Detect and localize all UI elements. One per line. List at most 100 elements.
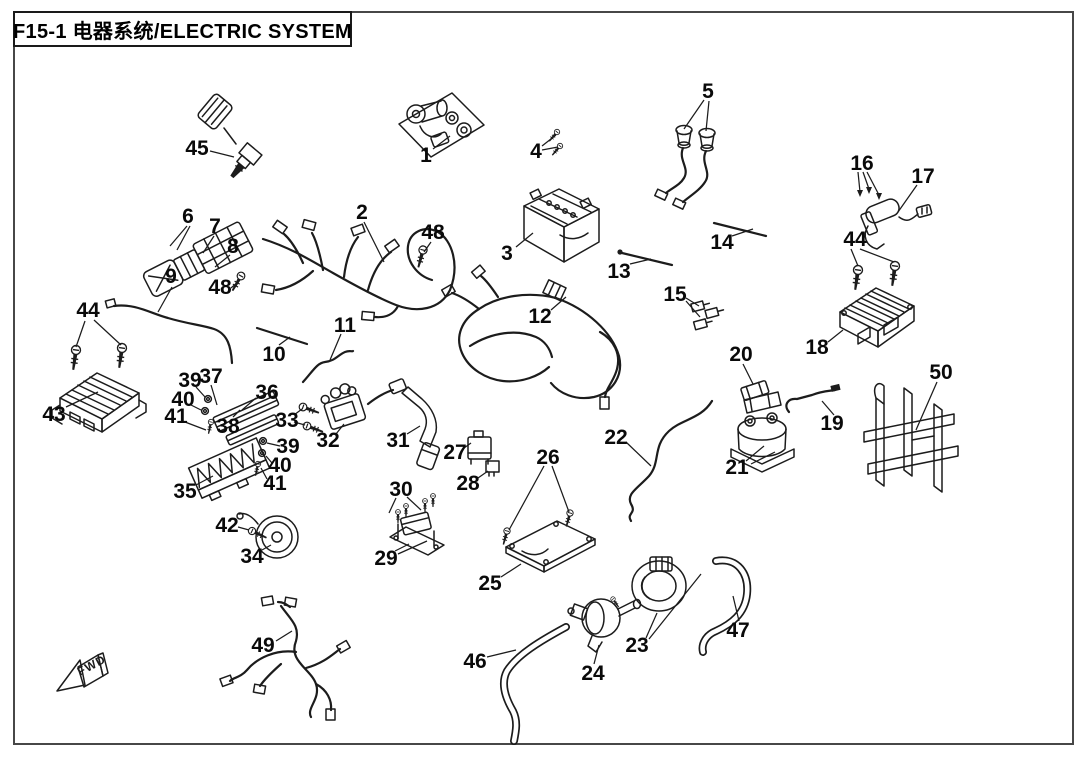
part-43-ecu-drawing <box>51 372 147 433</box>
part-label-31: 31 <box>386 429 410 452</box>
part-21-starter-relay-drawing <box>730 391 795 473</box>
part-label-19: 19 <box>820 412 843 435</box>
part-46-hose-drawing <box>499 623 570 745</box>
part-label-33: 33 <box>275 409 298 432</box>
part-18-regulator-drawing <box>839 287 915 348</box>
part-label-3: 3 <box>501 242 513 265</box>
part-label-9: 9 <box>165 265 177 288</box>
part-3-battery-drawing <box>523 188 600 263</box>
part-label-41b: 41 <box>263 472 287 495</box>
title-box: F15-1 电器系统/ELECTRIC SYSTEM <box>13 11 352 47</box>
part-label-21: 21 <box>725 456 749 479</box>
part-label-34: 34 <box>240 545 264 568</box>
part-22-cable-drawing <box>628 399 714 523</box>
part-label-1: 1 <box>420 144 432 167</box>
part-6-7-8-fuse-box-drawing <box>142 221 254 297</box>
part-label-41a: 41 <box>164 405 188 428</box>
page-title: F15-1 电器系统/ELECTRIC SYSTEM <box>13 20 352 43</box>
part-label-45: 45 <box>185 137 209 160</box>
part-label-25: 25 <box>478 572 502 595</box>
part-13-rod-drawing <box>617 249 674 267</box>
part-50-bracket-frame-drawing <box>863 382 959 493</box>
part-14-rod-drawing <box>712 221 768 238</box>
part-1-lock-set-drawing <box>398 92 485 158</box>
part-label-23: 23 <box>625 634 648 657</box>
part-34-horn-drawing <box>236 512 299 559</box>
part-label-24: 24 <box>581 662 605 685</box>
part-45-spark-plug-drawing <box>197 93 263 179</box>
part-35-fuse-strip-drawing <box>187 437 271 502</box>
part-11-cable-drawing <box>301 349 355 384</box>
part-32-ignition-coil-drawing <box>320 383 367 430</box>
part-label-44b: 44 <box>843 228 867 251</box>
part-label-43: 43 <box>42 403 65 426</box>
part-label-11: 11 <box>334 314 357 337</box>
part-label-47: 47 <box>726 619 749 642</box>
part-label-28: 28 <box>456 472 480 495</box>
part-36-cover-drawing <box>212 390 280 432</box>
part-label-7: 7 <box>209 215 221 238</box>
part-label-42: 42 <box>215 514 238 537</box>
part-label-29: 29 <box>374 547 397 570</box>
part-label-38: 38 <box>216 415 240 438</box>
part-label-13: 13 <box>607 260 630 283</box>
part-label-5: 5 <box>702 80 714 103</box>
part-29-30-bracket-drawing <box>389 493 445 556</box>
part-label-39b: 39 <box>276 435 299 458</box>
part-label-4: 4 <box>530 140 542 163</box>
part-23-ring-drawing <box>631 556 687 612</box>
part-labels: 45 1 4 5 16 17 6 7 8 2 48 3 13 14 44 9 4… <box>42 80 952 685</box>
part-label-8: 8 <box>227 235 239 258</box>
part-label-37: 37 <box>199 365 222 388</box>
part-16-17-sensor-drawing <box>857 187 933 250</box>
part-37-39-40-41-fasteners-drawing <box>200 394 268 477</box>
part-label-40b: 40 <box>268 454 291 477</box>
part-25-controller-drawing <box>505 520 596 573</box>
part-label-32: 32 <box>316 429 339 452</box>
part-label-15: 15 <box>663 283 687 306</box>
part-label-49: 49 <box>251 634 274 657</box>
part-2-main-harness-drawing <box>260 218 456 322</box>
part-label-26: 26 <box>536 446 559 469</box>
fwd-direction-marker: FWD <box>56 652 109 692</box>
part-label-22: 22 <box>604 426 627 449</box>
part-label-10: 10 <box>262 343 285 366</box>
part-9-cable-drawing <box>104 298 234 365</box>
part-label-18: 18 <box>805 336 829 359</box>
part-5-plug-caps-drawing <box>654 124 716 210</box>
part-label-20: 20 <box>729 343 752 366</box>
part-label-39a: 39 <box>178 369 201 392</box>
part-label-48a: 48 <box>421 221 445 244</box>
part-label-14: 14 <box>710 231 734 254</box>
part-label-50: 50 <box>929 361 952 384</box>
part-38-cover-lower-drawing <box>225 414 280 446</box>
part-27-relay-drawing <box>467 430 492 465</box>
part-label-35: 35 <box>173 480 197 503</box>
part-label-17: 17 <box>911 165 934 188</box>
part-label-48b: 48 <box>208 276 232 299</box>
part-31-plug-cap-drawing <box>366 378 441 471</box>
leader-lines <box>65 99 938 665</box>
part-28-connector-drawing <box>485 460 500 477</box>
part-49-harness-drawing <box>219 595 351 721</box>
part-label-46: 46 <box>463 650 486 673</box>
part-label-2: 2 <box>356 201 368 224</box>
part-26-screws-drawing <box>499 508 575 546</box>
part-label-12: 12 <box>528 305 551 328</box>
page-border <box>13 11 1074 745</box>
part-4-terminal-bolts-drawing <box>546 127 565 158</box>
part-label-40a: 40 <box>171 388 194 411</box>
part-15-connectors-drawing <box>690 300 725 331</box>
part-44-screws-left-drawing <box>68 342 128 372</box>
part-label-27: 27 <box>443 441 466 464</box>
part-10-rod-drawing <box>255 326 309 346</box>
part-label-44a: 44 <box>76 299 100 322</box>
part-label-16: 16 <box>850 152 873 175</box>
part-label-30: 30 <box>389 478 412 501</box>
part-label-36: 36 <box>255 381 278 404</box>
part-19-bracket-rod-drawing <box>785 383 841 414</box>
part-47-hose-drawing <box>698 556 752 656</box>
part-12-sub-harness-drawing <box>440 264 622 410</box>
